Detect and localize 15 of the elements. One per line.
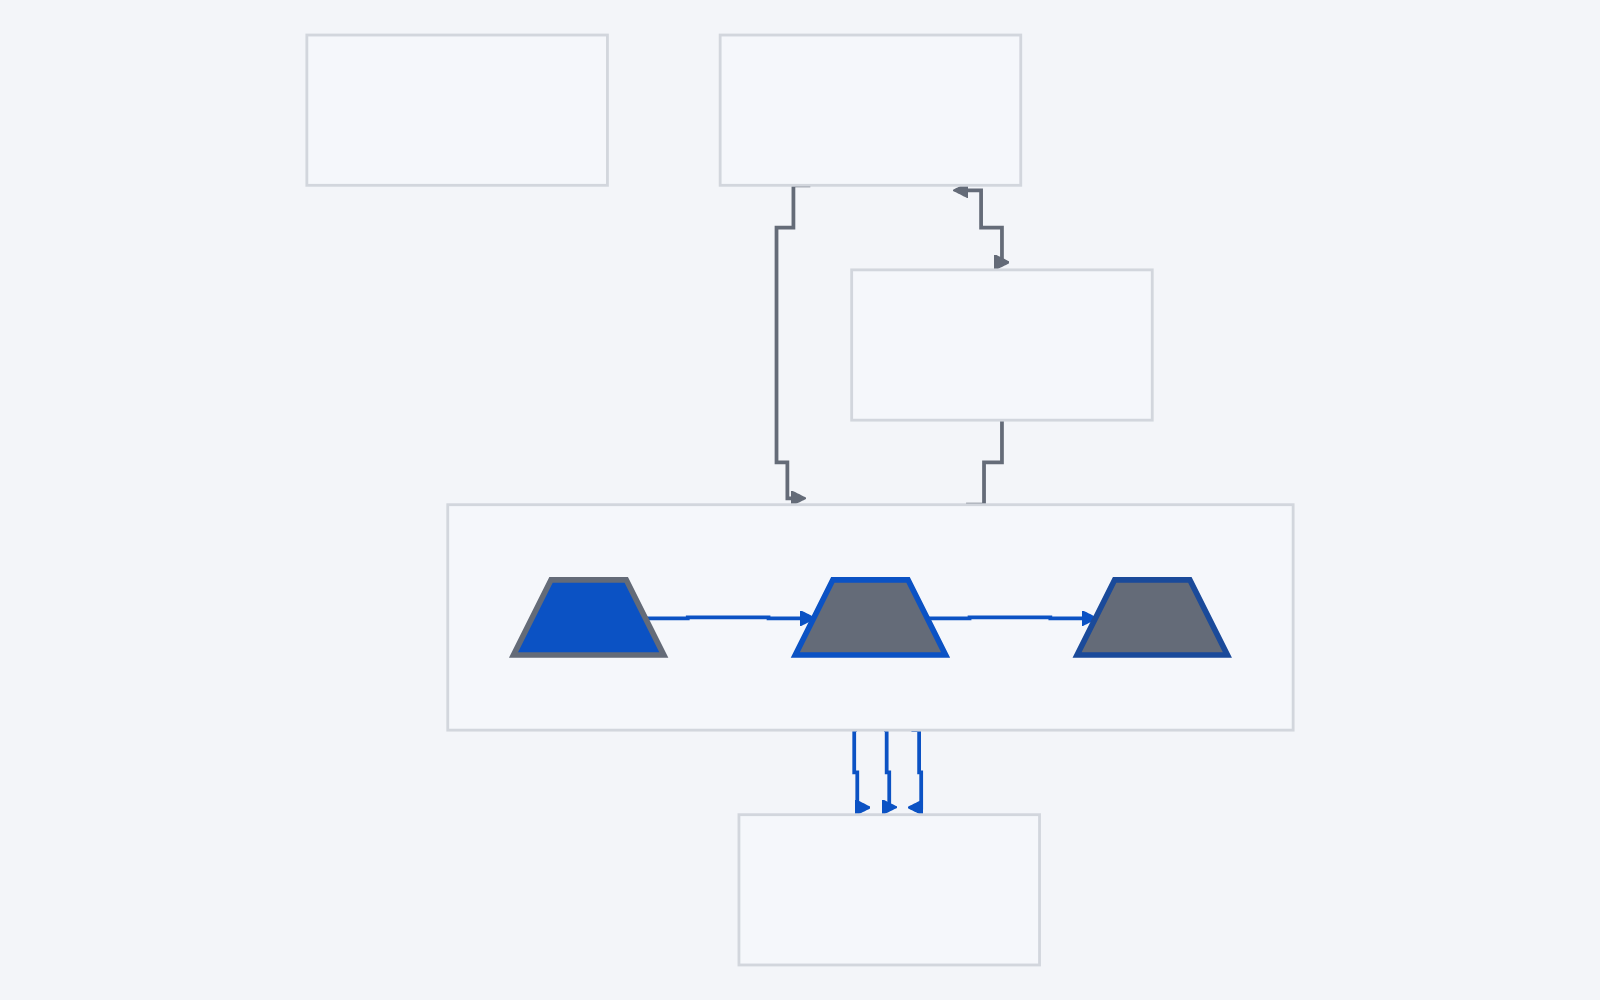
cluster [446,503,1295,732]
node-box [737,813,1041,967]
arrow [774,183,811,507]
node-trapezoid [790,577,951,658]
arrow [852,728,872,816]
node-trapezoid [1072,577,1232,658]
arrow [927,610,1098,627]
arrow [952,182,1011,271]
node-box [305,33,609,187]
node-box [850,268,1154,422]
arrow [907,728,924,816]
node-trapezoid [508,577,669,658]
arrow [645,610,816,627]
node-box [718,33,1023,187]
arrow [880,728,898,816]
